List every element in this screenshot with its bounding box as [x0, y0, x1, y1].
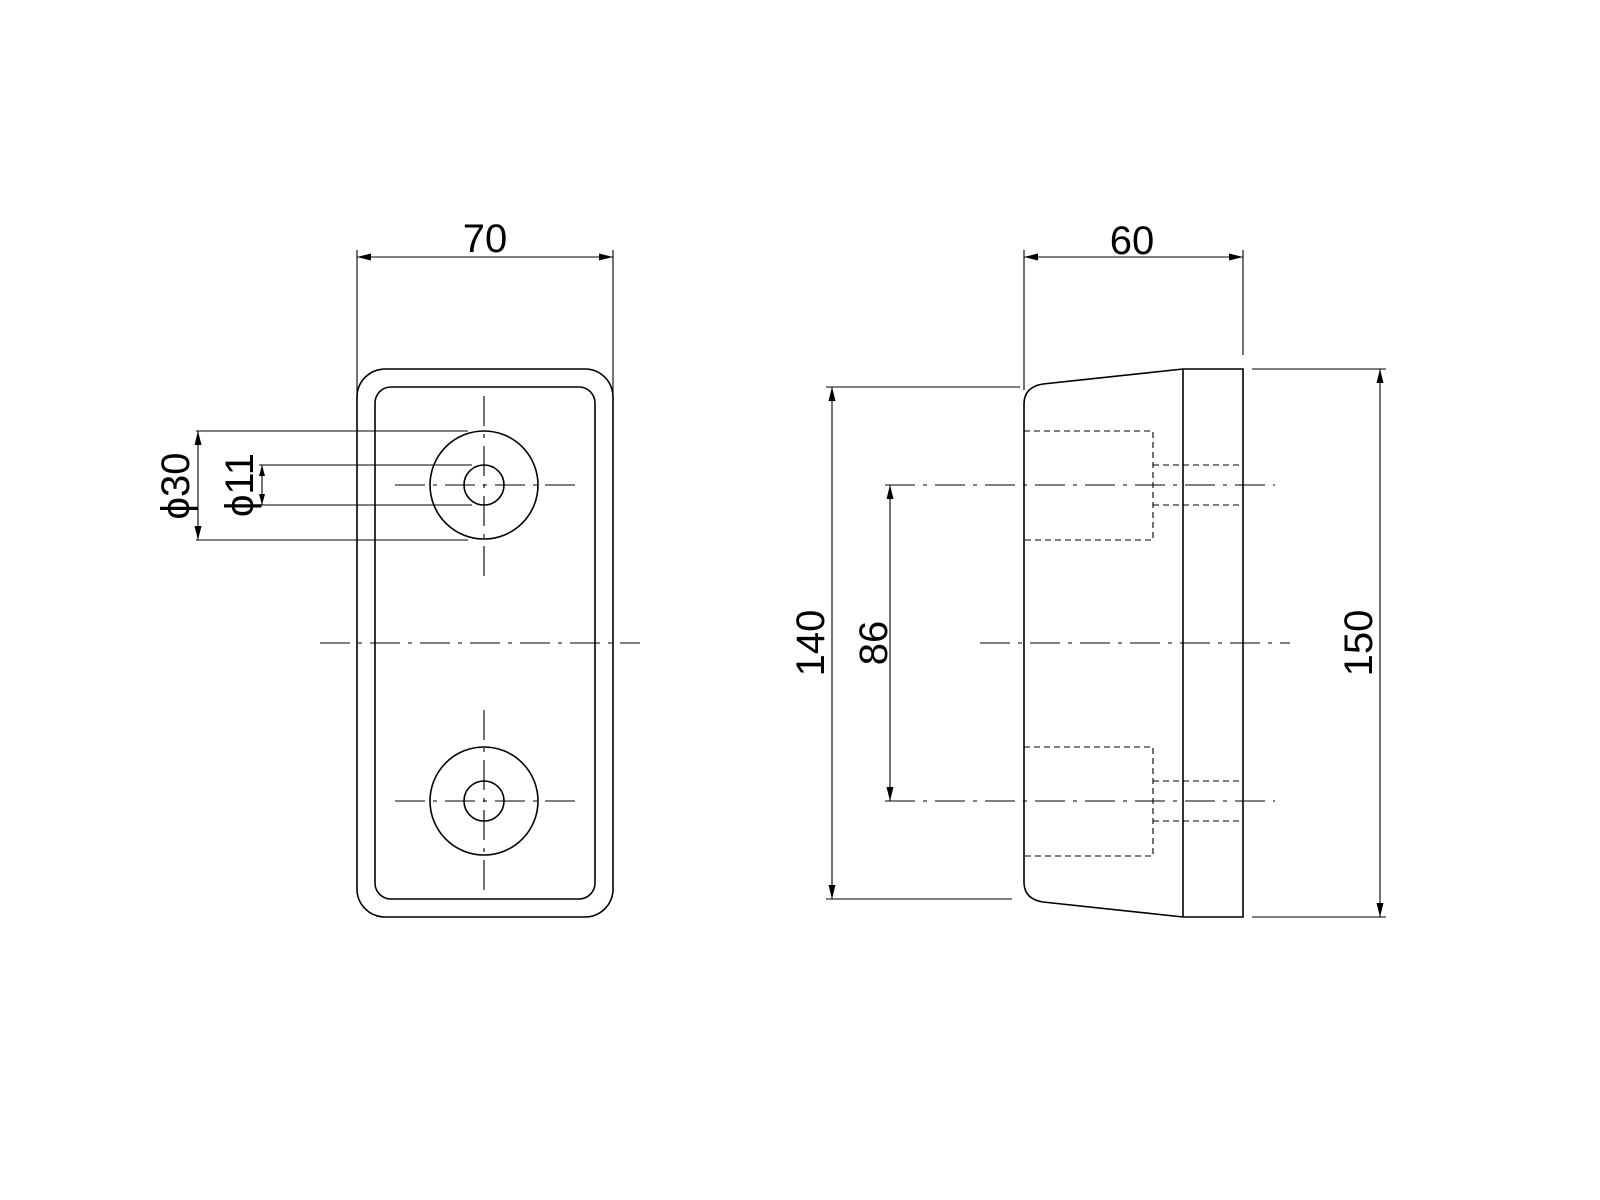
pitch-arrow-top — [886, 485, 894, 499]
pitch-dimension-label: 86 — [852, 621, 896, 666]
dia30-arrow-bottom — [194, 526, 202, 540]
height150-arrow-bottom — [1376, 903, 1384, 917]
depth-arrow-left — [1024, 253, 1038, 261]
depth-dimension-label: 60 — [1110, 219, 1155, 263]
dia11-arrow-bottom — [259, 494, 265, 505]
dia30-arrow-top — [194, 431, 202, 445]
side-body-outline — [1023, 368, 1244, 918]
width-dimension-label: 70 — [463, 217, 508, 261]
upper-counterbore-circle — [429, 430, 539, 540]
width-arrow-right — [599, 253, 613, 261]
height150-arrow-top — [1376, 369, 1384, 383]
dia11-arrow-top — [259, 465, 265, 476]
dia30-dimension-label: ϕ30 — [154, 453, 198, 520]
dia11-dimension-label: ϕ11 — [218, 453, 262, 517]
height150-dimension-label: 150 — [1337, 610, 1381, 677]
side-view: 60 140 86 150 — [789, 219, 1386, 918]
height140-dimension-label: 140 — [789, 610, 833, 677]
height140-arrow-top — [828, 387, 836, 401]
lower-counterbore-circle — [429, 746, 539, 856]
front-view: 70 ϕ30 ϕ11 — [154, 217, 640, 918]
front-outer-outline — [356, 368, 614, 918]
pitch-arrow-bottom — [886, 787, 894, 801]
depth-arrow-right — [1229, 253, 1243, 261]
width-arrow-left — [357, 253, 371, 261]
height140-arrow-bottom — [828, 885, 836, 899]
